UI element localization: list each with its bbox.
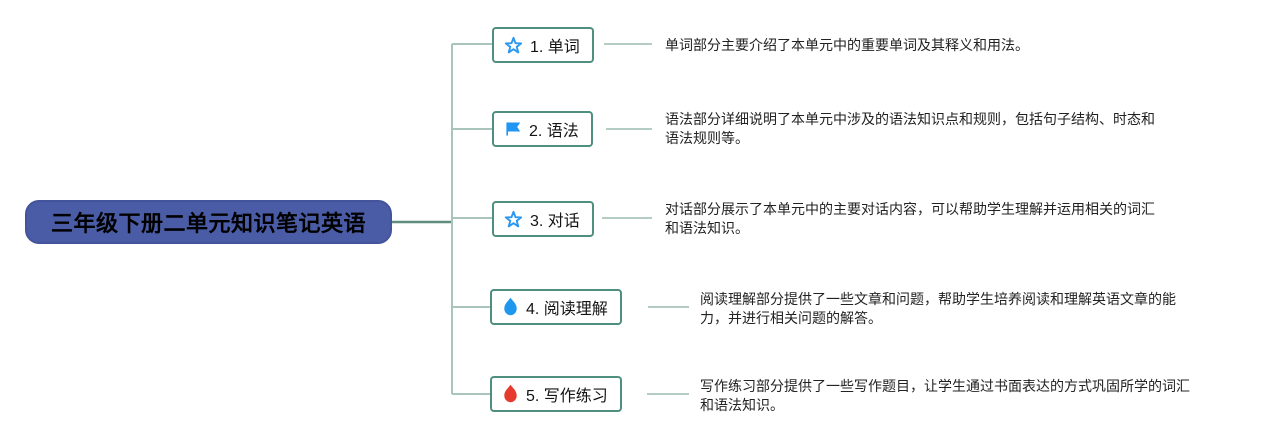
branch-node-reading[interactable]: 4. 阅读理解 xyxy=(490,289,622,325)
root-node[interactable]: 三年级下册二单元知识笔记英语 xyxy=(25,200,392,244)
node-description[interactable]: 写作练习部分提供了一些写作题目，让学生通过书面表达的方式巩固所学的词汇和语法知识… xyxy=(700,378,1190,413)
branch-node-words[interactable]: 1. 单词 xyxy=(492,27,594,63)
branch-node-writing[interactable]: 5. 写作练习 xyxy=(490,376,622,412)
root-node-label: 三年级下册二单元知识笔记英语 xyxy=(50,211,366,236)
branch-node-grammar[interactable]: 2. 语法 xyxy=(492,111,593,147)
node-description[interactable]: 语法部分详细说明了本单元中涉及的语法知识点和规则，包括句子结构、时态和语法规则等… xyxy=(665,111,1155,146)
branch-node-label: 1. 单词 xyxy=(530,39,580,56)
branch-node-label: 5. 写作练习 xyxy=(526,388,608,405)
star-icon xyxy=(504,36,523,53)
branch-node-label: 2. 语法 xyxy=(529,123,579,140)
node-description[interactable]: 阅读理解部分提供了一些文章和问题，帮助学生培养阅读和理解英语文章的能力，并进行相… xyxy=(700,291,1176,326)
node-description[interactable]: 单词部分主要介绍了本单元中的重要单词及其释义和用法。 xyxy=(665,37,1029,53)
star-icon xyxy=(504,210,523,227)
branch-node-dialogue[interactable]: 3. 对话 xyxy=(492,201,594,237)
flame-icon xyxy=(504,297,517,316)
flame-icon xyxy=(504,384,517,403)
node-description[interactable]: 对话部分展示了本单元中的主要对话内容，可以帮助学生理解并运用相关的词汇和语法知识… xyxy=(665,201,1155,236)
flag-icon xyxy=(506,122,521,136)
branch-node-label: 4. 阅读理解 xyxy=(526,301,608,318)
branch-node-label: 3. 对话 xyxy=(530,213,580,230)
